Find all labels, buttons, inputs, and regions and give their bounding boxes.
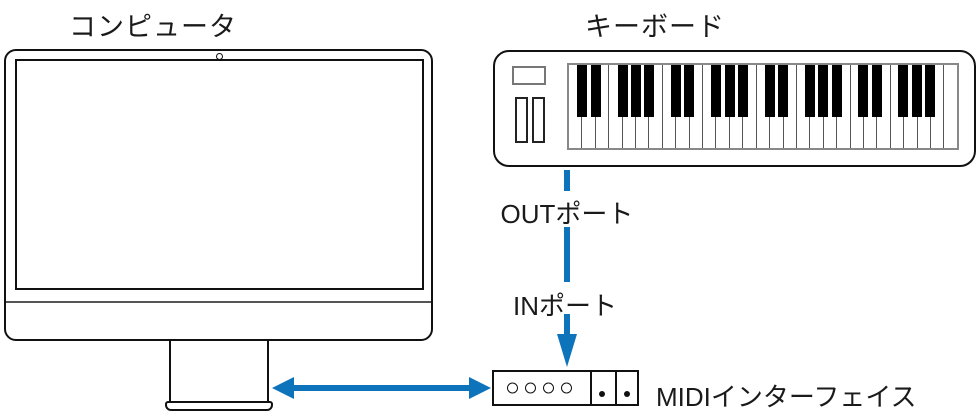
black-key — [737, 65, 748, 118]
black-key — [818, 65, 829, 118]
midi-cable-segment-bottom — [564, 314, 570, 336]
midi-port-circles — [507, 382, 572, 394]
midi-port-circle — [507, 382, 518, 394]
computer-monitor — [4, 49, 433, 341]
mod-wheel — [532, 97, 545, 143]
piano-keys — [567, 63, 959, 150]
pitch-wheel — [515, 97, 528, 143]
midi-cable-segment-top — [564, 170, 570, 191]
keyboard-title: キーボード — [585, 12, 725, 42]
black-key — [724, 65, 735, 118]
monitor-stand-base — [165, 401, 273, 411]
monitor-stand — [169, 341, 269, 402]
black-key — [764, 65, 775, 118]
midi-box-divider — [590, 372, 592, 404]
midi-cable-segment-middle — [564, 227, 570, 282]
black-key — [684, 65, 695, 118]
keyboard-body — [493, 50, 976, 167]
black-key — [711, 65, 722, 118]
black-key — [871, 65, 882, 118]
right-arrowhead-icon — [469, 377, 491, 399]
black-key — [630, 65, 641, 118]
black-key — [898, 65, 909, 118]
black-key — [911, 65, 922, 118]
keyboard-display — [512, 66, 546, 85]
black-key — [804, 65, 815, 118]
left-arrowhead-icon — [272, 377, 294, 399]
computer-interface-cable — [292, 385, 470, 391]
black-key — [671, 65, 682, 118]
midi-interface-box — [492, 370, 639, 406]
midi-dot — [624, 391, 630, 397]
down-arrowhead-icon — [557, 334, 577, 367]
midi-interface-label: MIDIインターフェイス — [656, 382, 917, 412]
black-key — [644, 65, 655, 118]
black-key — [858, 65, 869, 118]
black-key — [590, 65, 601, 118]
black-key — [617, 65, 628, 118]
out-port-label: OUTポート — [500, 199, 634, 229]
midi-box-divider — [615, 372, 617, 404]
midi-port-circle — [543, 382, 554, 394]
black-key — [577, 65, 588, 118]
black-key — [831, 65, 842, 118]
computer-title: コンピュータ — [69, 12, 237, 42]
monitor-chin-line — [6, 301, 431, 303]
midi-port-circle — [561, 382, 572, 394]
white-key — [944, 65, 957, 148]
midi-port-circle — [525, 382, 536, 394]
black-key — [925, 65, 936, 118]
black-key — [778, 65, 789, 118]
computer-screen — [15, 59, 424, 290]
midi-dot — [599, 391, 605, 397]
